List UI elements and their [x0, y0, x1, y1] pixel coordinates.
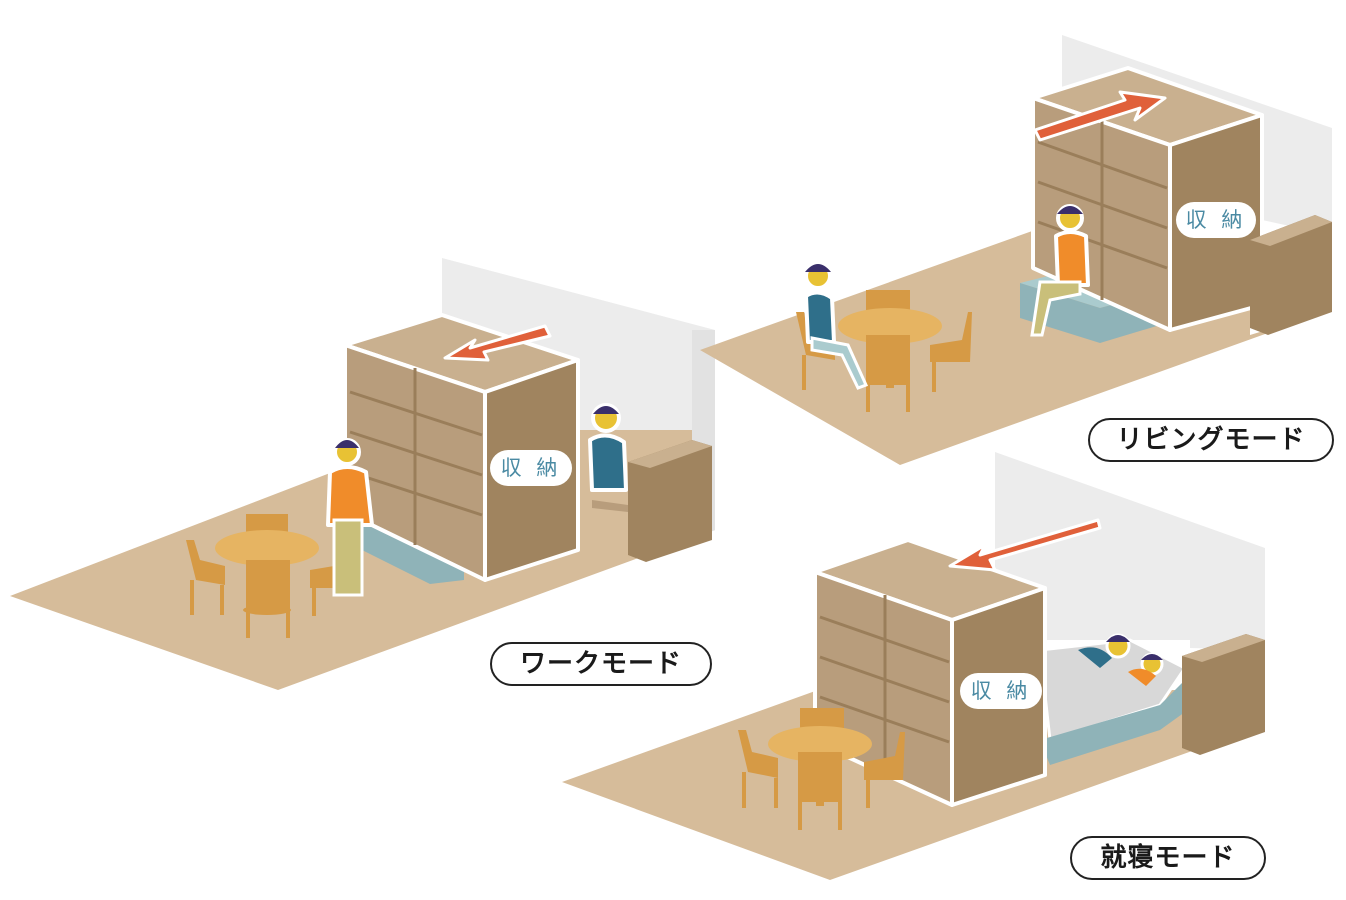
work-cabinet: [628, 440, 712, 562]
work-person-seated: [588, 403, 628, 512]
work-storage-label: 収 納: [490, 450, 572, 486]
sleep-arrow: [948, 518, 1102, 572]
living-arrow: [1033, 90, 1167, 142]
living-mode-scene: [700, 35, 1332, 465]
sleep-dining-set: [738, 708, 905, 830]
living-dining-set: [796, 290, 972, 412]
sleep-cabinet: [1182, 634, 1265, 755]
work-arrow: [443, 324, 552, 362]
living-person-seated-woman: [1030, 204, 1090, 337]
work-mode-label: ワークモード: [490, 642, 712, 686]
work-person-standing: [326, 438, 374, 597]
work-bench-front: [362, 522, 464, 584]
work-mode-scene: [10, 258, 715, 690]
living-person-seated-man: [804, 262, 869, 390]
sleep-bed: [1038, 633, 1188, 765]
living-mode-label: リビングモード: [1088, 418, 1334, 462]
sleep-storage-label: 収 納: [960, 673, 1042, 709]
sleep-mode-scene: [562, 452, 1265, 880]
sleep-wall: [995, 452, 1265, 650]
living-storage-label: 収 納: [1176, 202, 1256, 238]
sleep-mode-label: 就寝モード: [1070, 836, 1266, 880]
